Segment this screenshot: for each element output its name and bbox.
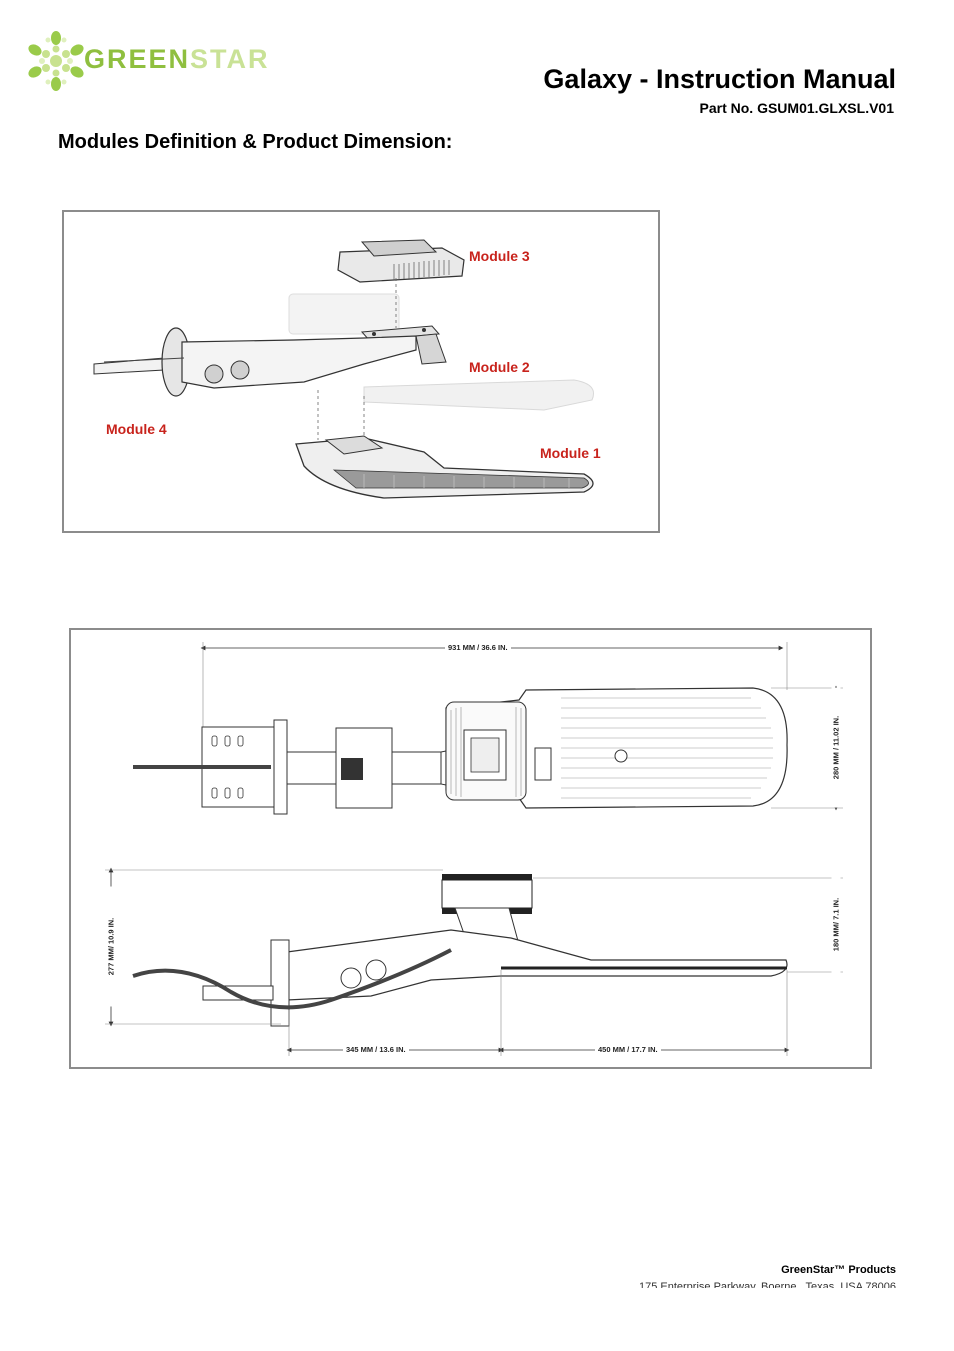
head-height-label: 180 MM/ 7.1 IN.	[831, 864, 841, 985]
side-view	[132, 874, 788, 1027]
greenstar-logo	[26, 30, 286, 92]
exploded-view-figure: Module 3 Module 2 Module 4 Module 1	[62, 210, 660, 533]
head-length-label: 450 MM / 17.7 IN.	[595, 1045, 661, 1054]
part-number: Part No. GSUM01.GLXSL.V01	[699, 100, 895, 116]
logo-flower-icon	[28, 31, 84, 91]
module-2-label: Module 2	[469, 359, 530, 375]
module-3-label: Module 3	[469, 248, 530, 264]
footer-address-clip: 175 Enterprise Parkway, Boerne , Texas, …	[496, 1280, 896, 1288]
logo-wordmark: GREENSTAR	[84, 44, 270, 75]
top-view	[133, 687, 788, 815]
module-2-bracket	[360, 325, 447, 365]
arm-length-label: 345 MM / 13.6 IN.	[343, 1045, 409, 1054]
section-title: Modules Definition & Product Dimension:	[58, 131, 453, 153]
module-1-housing	[295, 435, 594, 499]
dimension-drawing	[105, 642, 843, 1056]
footer-address: 175 Enterprise Parkway, Boerne , Texas, …	[638, 1281, 896, 1288]
dimension-drawing-figure: 931 MM / 36.6 IN. 280 MM / 11.02 IN. 277…	[69, 628, 872, 1069]
head-width-label: 280 MM / 11.02 IN.	[831, 687, 841, 808]
module-1-label: Module 1	[540, 445, 601, 461]
footer-company: GreenStar™ Products	[781, 1264, 896, 1276]
module-4-arm	[93, 327, 417, 397]
module-4-label: Module 4	[106, 421, 167, 437]
module-3-heatsink	[337, 239, 465, 283]
document-title: Galaxy - Instruction Manual	[543, 64, 896, 94]
overall-height-label: 277 MM/ 10.9 IN.	[106, 886, 116, 1007]
overall-length-label: 931 MM / 36.6 IN.	[445, 643, 511, 652]
exploded-view-drawing	[93, 239, 594, 499]
logo-text-green: GREEN	[84, 44, 191, 74]
logo-text-star: STAR	[190, 44, 270, 74]
